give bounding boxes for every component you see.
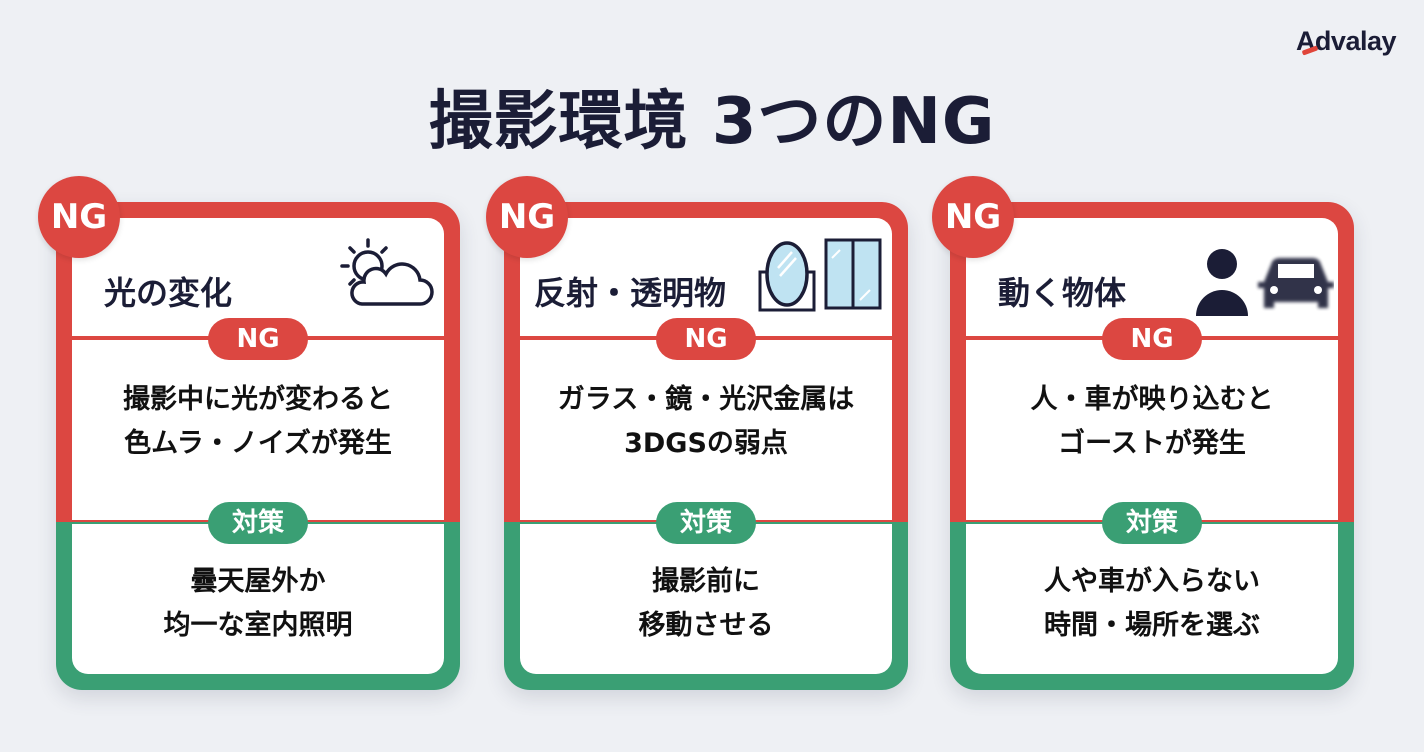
- problem-text: 人・車が映り込むと ゴーストが発生: [1030, 384, 1274, 459]
- ng-label: NG: [208, 318, 308, 360]
- fix-label: 対策: [1102, 502, 1202, 544]
- ng-card-moving-objects: 動く物体 NG 人・車が映り込むと ゴーストが発生 対策 人や車が入らない 時間…: [950, 202, 1354, 690]
- solution-text: 撮影前に 移動させる: [638, 566, 774, 641]
- ng-corner-badge: NG: [486, 176, 568, 258]
- ng-corner-badge: NG: [38, 176, 120, 258]
- ng-card-light-change: 光の変化 NG 撮影中に光が変わると 色ムラ・ノイズが発生 対策 曇天屋外か 均…: [56, 202, 460, 690]
- card-heading: 光の変化: [104, 274, 233, 312]
- ng-label: NG: [1102, 318, 1202, 360]
- card-heading: 反射・透明物: [534, 274, 727, 312]
- ng-corner-badge: NG: [932, 176, 1014, 258]
- solution-text: 曇天屋外か 均一な室内照明: [163, 566, 353, 641]
- problem-text: ガラス・鏡・光沢金属は 3DGSの弱点: [557, 384, 855, 459]
- page-title: 撮影環境 3つのNG: [428, 85, 996, 159]
- ng-card-reflection: 反射・透明物 NG ガラス・鏡・光沢金属は 3DGSの弱点 対策 撮影前に 移動…: [504, 202, 908, 690]
- mirror-window-icon: [758, 234, 888, 318]
- fix-label: 対策: [656, 502, 756, 544]
- person-car-icon: [1194, 246, 1334, 320]
- card-heading: 動く物体: [998, 274, 1127, 312]
- solution-text: 人や車が入らない 時間・場所を選ぶ: [1044, 566, 1260, 641]
- ng-label: NG: [656, 318, 756, 360]
- advalay-logo: Advalay: [1295, 26, 1397, 56]
- fix-label: 対策: [208, 502, 308, 544]
- problem-text: 撮影中に光が変わると 色ムラ・ノイズが発生: [123, 384, 393, 459]
- sun-cloud-icon: [328, 232, 438, 316]
